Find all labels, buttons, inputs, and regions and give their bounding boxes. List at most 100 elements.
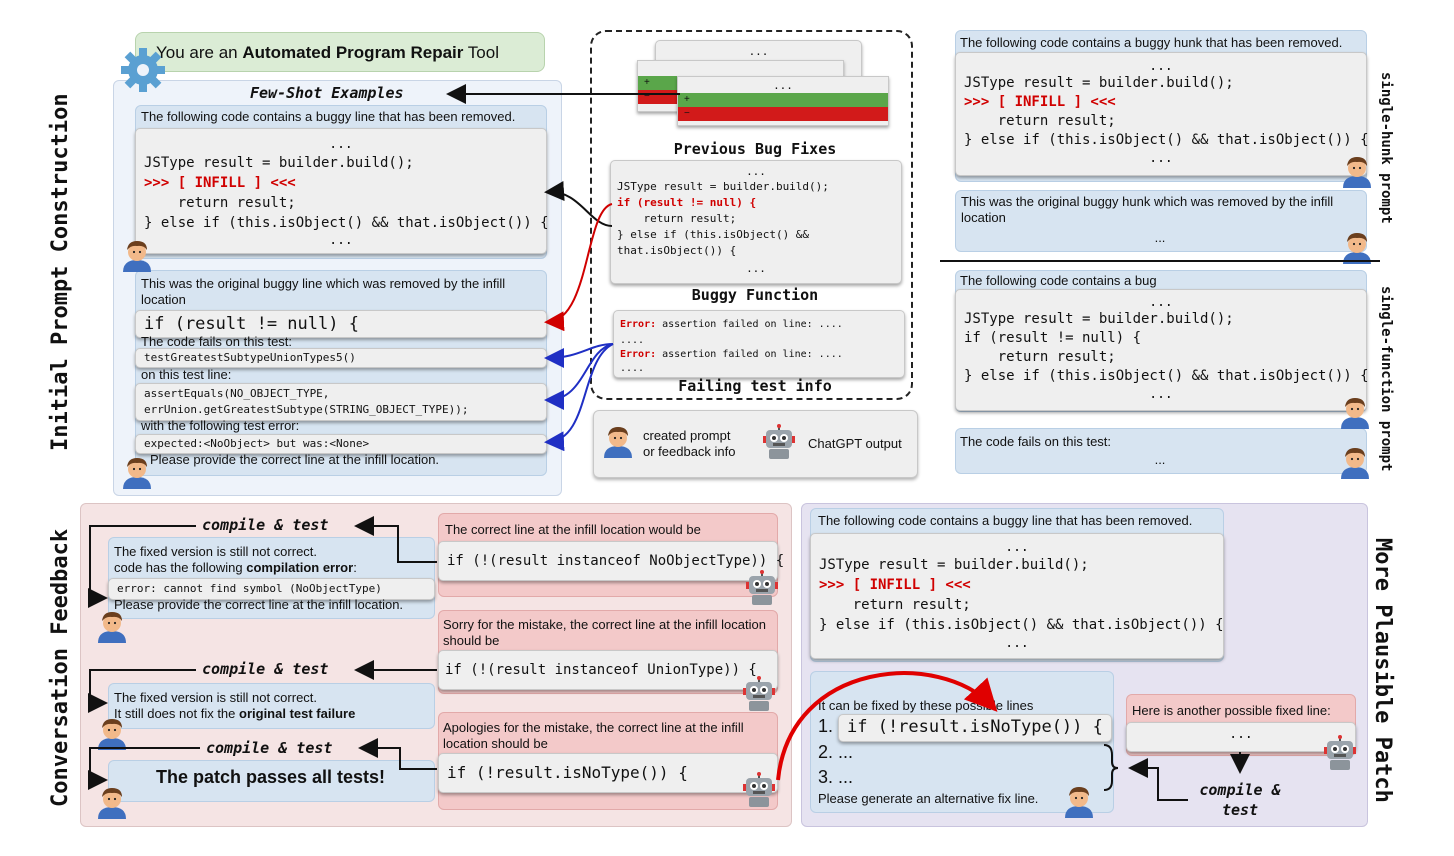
person-icon xyxy=(95,609,129,643)
response-1-label: The correct line at the infill location … xyxy=(445,522,701,537)
code-line: ... xyxy=(746,165,766,178)
func-code: ... JSType result = builder.build(); if … xyxy=(955,289,1369,411)
list-item-2: 2. ... xyxy=(818,742,854,762)
feedback-2-a: The fixed version is still not correct. xyxy=(114,690,318,705)
code-line: ... xyxy=(1149,151,1173,166)
f1-bold: compilation error xyxy=(246,560,354,575)
code-line: return result; xyxy=(144,195,296,211)
another-dots: ... xyxy=(1229,727,1253,742)
response-1-code: if (!(result instanceof NoObjectType)) { xyxy=(438,541,784,581)
orig-line-text: if (result != null) { xyxy=(144,314,359,334)
code-line: } else if (this.isObject() && that.isObj… xyxy=(964,368,1369,384)
code-line: } else if (this.isObject() && that.isObj… xyxy=(819,617,1224,633)
infill-marker: >>> [ INFILL ] <<< xyxy=(964,94,1116,110)
code-line: return result; xyxy=(819,597,971,613)
compile-label-2: compile & test xyxy=(202,660,329,678)
f1-pre: code has the following xyxy=(114,560,247,575)
code-line: JSType result = builder.build(); xyxy=(819,557,1089,573)
hunk-dots: ... xyxy=(1154,230,1166,245)
error-text: expected:<NoObject> but was:<None> xyxy=(144,437,370,450)
person-icon xyxy=(95,785,129,819)
code-line: return result; xyxy=(964,113,1116,129)
response-2-label: Sorry for the mistake, the correct line … xyxy=(443,617,766,648)
few-shot-title: Few-Shot Examples xyxy=(250,84,404,102)
list-item-3: 3. ... xyxy=(818,767,854,787)
hunk-orig: This was the original buggy hunk which w… xyxy=(961,194,1334,225)
response-3-label: Apologies for the mistake, the correct l… xyxy=(443,720,744,751)
code-line: } else if (this.isObject() && that.isObj… xyxy=(144,215,549,231)
person-icon xyxy=(95,716,129,750)
code-line: ... xyxy=(1149,387,1173,402)
another-code: ... xyxy=(1126,722,1356,752)
code-line: JSType result = builder.build(); xyxy=(617,180,829,193)
person-icon xyxy=(1340,154,1374,188)
test-name: testGreatestSubtypeUnionTypes5() xyxy=(135,348,547,368)
item1-num: 1. xyxy=(818,716,834,736)
error-line: Error: assertion failed on line: .... xyxy=(620,349,843,360)
orig-label: This was the original buggy line which w… xyxy=(141,276,506,307)
buggy-title: Buggy Function xyxy=(691,286,819,304)
plus-sign: + xyxy=(644,77,650,88)
code-line: if (result != null) { xyxy=(964,330,1142,346)
failing-title: Failing test info xyxy=(678,377,832,395)
divider-line xyxy=(940,260,1380,262)
section-label-plausible: More Plausible Patch xyxy=(1370,537,1395,803)
plus-sign: + xyxy=(684,94,690,105)
with-error-label: with the following test error: xyxy=(141,418,300,433)
person-icon xyxy=(1062,784,1096,818)
infill-marker: >>> [ INFILL ] <<< xyxy=(819,577,971,593)
test-line-text: errUnion.getGreatestSubtype(STRING_OBJEC… xyxy=(144,403,469,416)
feedback-1-b: code has the following compilation error… xyxy=(114,560,357,576)
person-icon xyxy=(120,455,154,489)
error-line: Error: assertion failed on line: .... xyxy=(620,319,843,330)
compile-label-3: compile & test xyxy=(206,739,333,757)
dots: .... xyxy=(620,363,645,374)
func-fails-box xyxy=(955,428,1367,474)
person-icon xyxy=(601,424,635,458)
code-line: ... xyxy=(746,262,766,275)
another-label: Here is another possible fixed line: xyxy=(1132,703,1331,718)
pass-text: The patch passes all tests! xyxy=(155,767,386,787)
code-line: JSType result = builder.build(); xyxy=(964,75,1234,91)
response-2-code: if (!(result instanceof UnionType)) { xyxy=(438,650,778,690)
diff-del-line: − xyxy=(678,107,888,121)
generate-label: Please generate an alternative fix line. xyxy=(818,791,1039,806)
diff-card-front: ... + − xyxy=(677,76,889,126)
item1-code-text: if (!result.isNoType()) { xyxy=(847,717,1103,737)
code-line: ... xyxy=(1005,636,1029,651)
orig-line: if (result != null) { xyxy=(135,310,547,338)
label-single-function: single-function prompt xyxy=(1378,286,1394,472)
legend-box xyxy=(593,410,918,478)
func-intro: The following code contains a bug xyxy=(960,273,1157,288)
person-icon xyxy=(1338,395,1372,429)
list-item-1: 1. xyxy=(818,716,833,737)
response-3-code: if (!result.isNoType()) { xyxy=(438,753,778,793)
hunk-code: ... JSType result = builder.build(); >>>… xyxy=(955,52,1369,176)
f2-bold: original test failure xyxy=(239,706,356,721)
test-line-text: assertEquals(NO_OBJECT_TYPE, xyxy=(144,387,330,400)
compile-line-2: test xyxy=(1221,801,1259,819)
section-label-feedback: Conversation Feedback xyxy=(48,528,73,807)
hunk-orig-box xyxy=(955,190,1367,252)
error-prefix: Error: xyxy=(620,319,657,330)
error-line: expected:<NoObject> but was:<None> xyxy=(135,434,547,454)
legend-person-label: created prompt or feedback info xyxy=(643,428,736,459)
header-banner: You are an Automated Program Repair Tool xyxy=(135,32,545,72)
feedback-2-b: It still does not fix the original test … xyxy=(114,706,355,722)
diff-dots: ... xyxy=(748,45,769,58)
robot-icon xyxy=(1323,735,1357,771)
infill-marker: >>> [ INFILL ] <<< xyxy=(144,175,296,191)
section-label-initial: Initial Prompt Construction xyxy=(48,93,73,451)
error-prefix: Error: xyxy=(620,349,657,360)
buggy-line: if (result != null) { xyxy=(617,196,757,209)
code-line: ... xyxy=(1149,59,1173,74)
robot-icon xyxy=(762,424,796,460)
hunk-intro: The following code contains a buggy hunk… xyxy=(960,35,1343,50)
few-shot-intro: The following code contains a buggy line… xyxy=(141,109,516,124)
on-line-label: on this test line: xyxy=(141,367,232,382)
f2-pre: It still does not fix the xyxy=(114,706,240,721)
robot-icon xyxy=(745,570,779,606)
feedback-1-a: The fixed version is still not correct. xyxy=(114,544,318,559)
code-line: ... xyxy=(329,233,353,248)
header-bold: Automated Program Repair xyxy=(242,43,464,62)
